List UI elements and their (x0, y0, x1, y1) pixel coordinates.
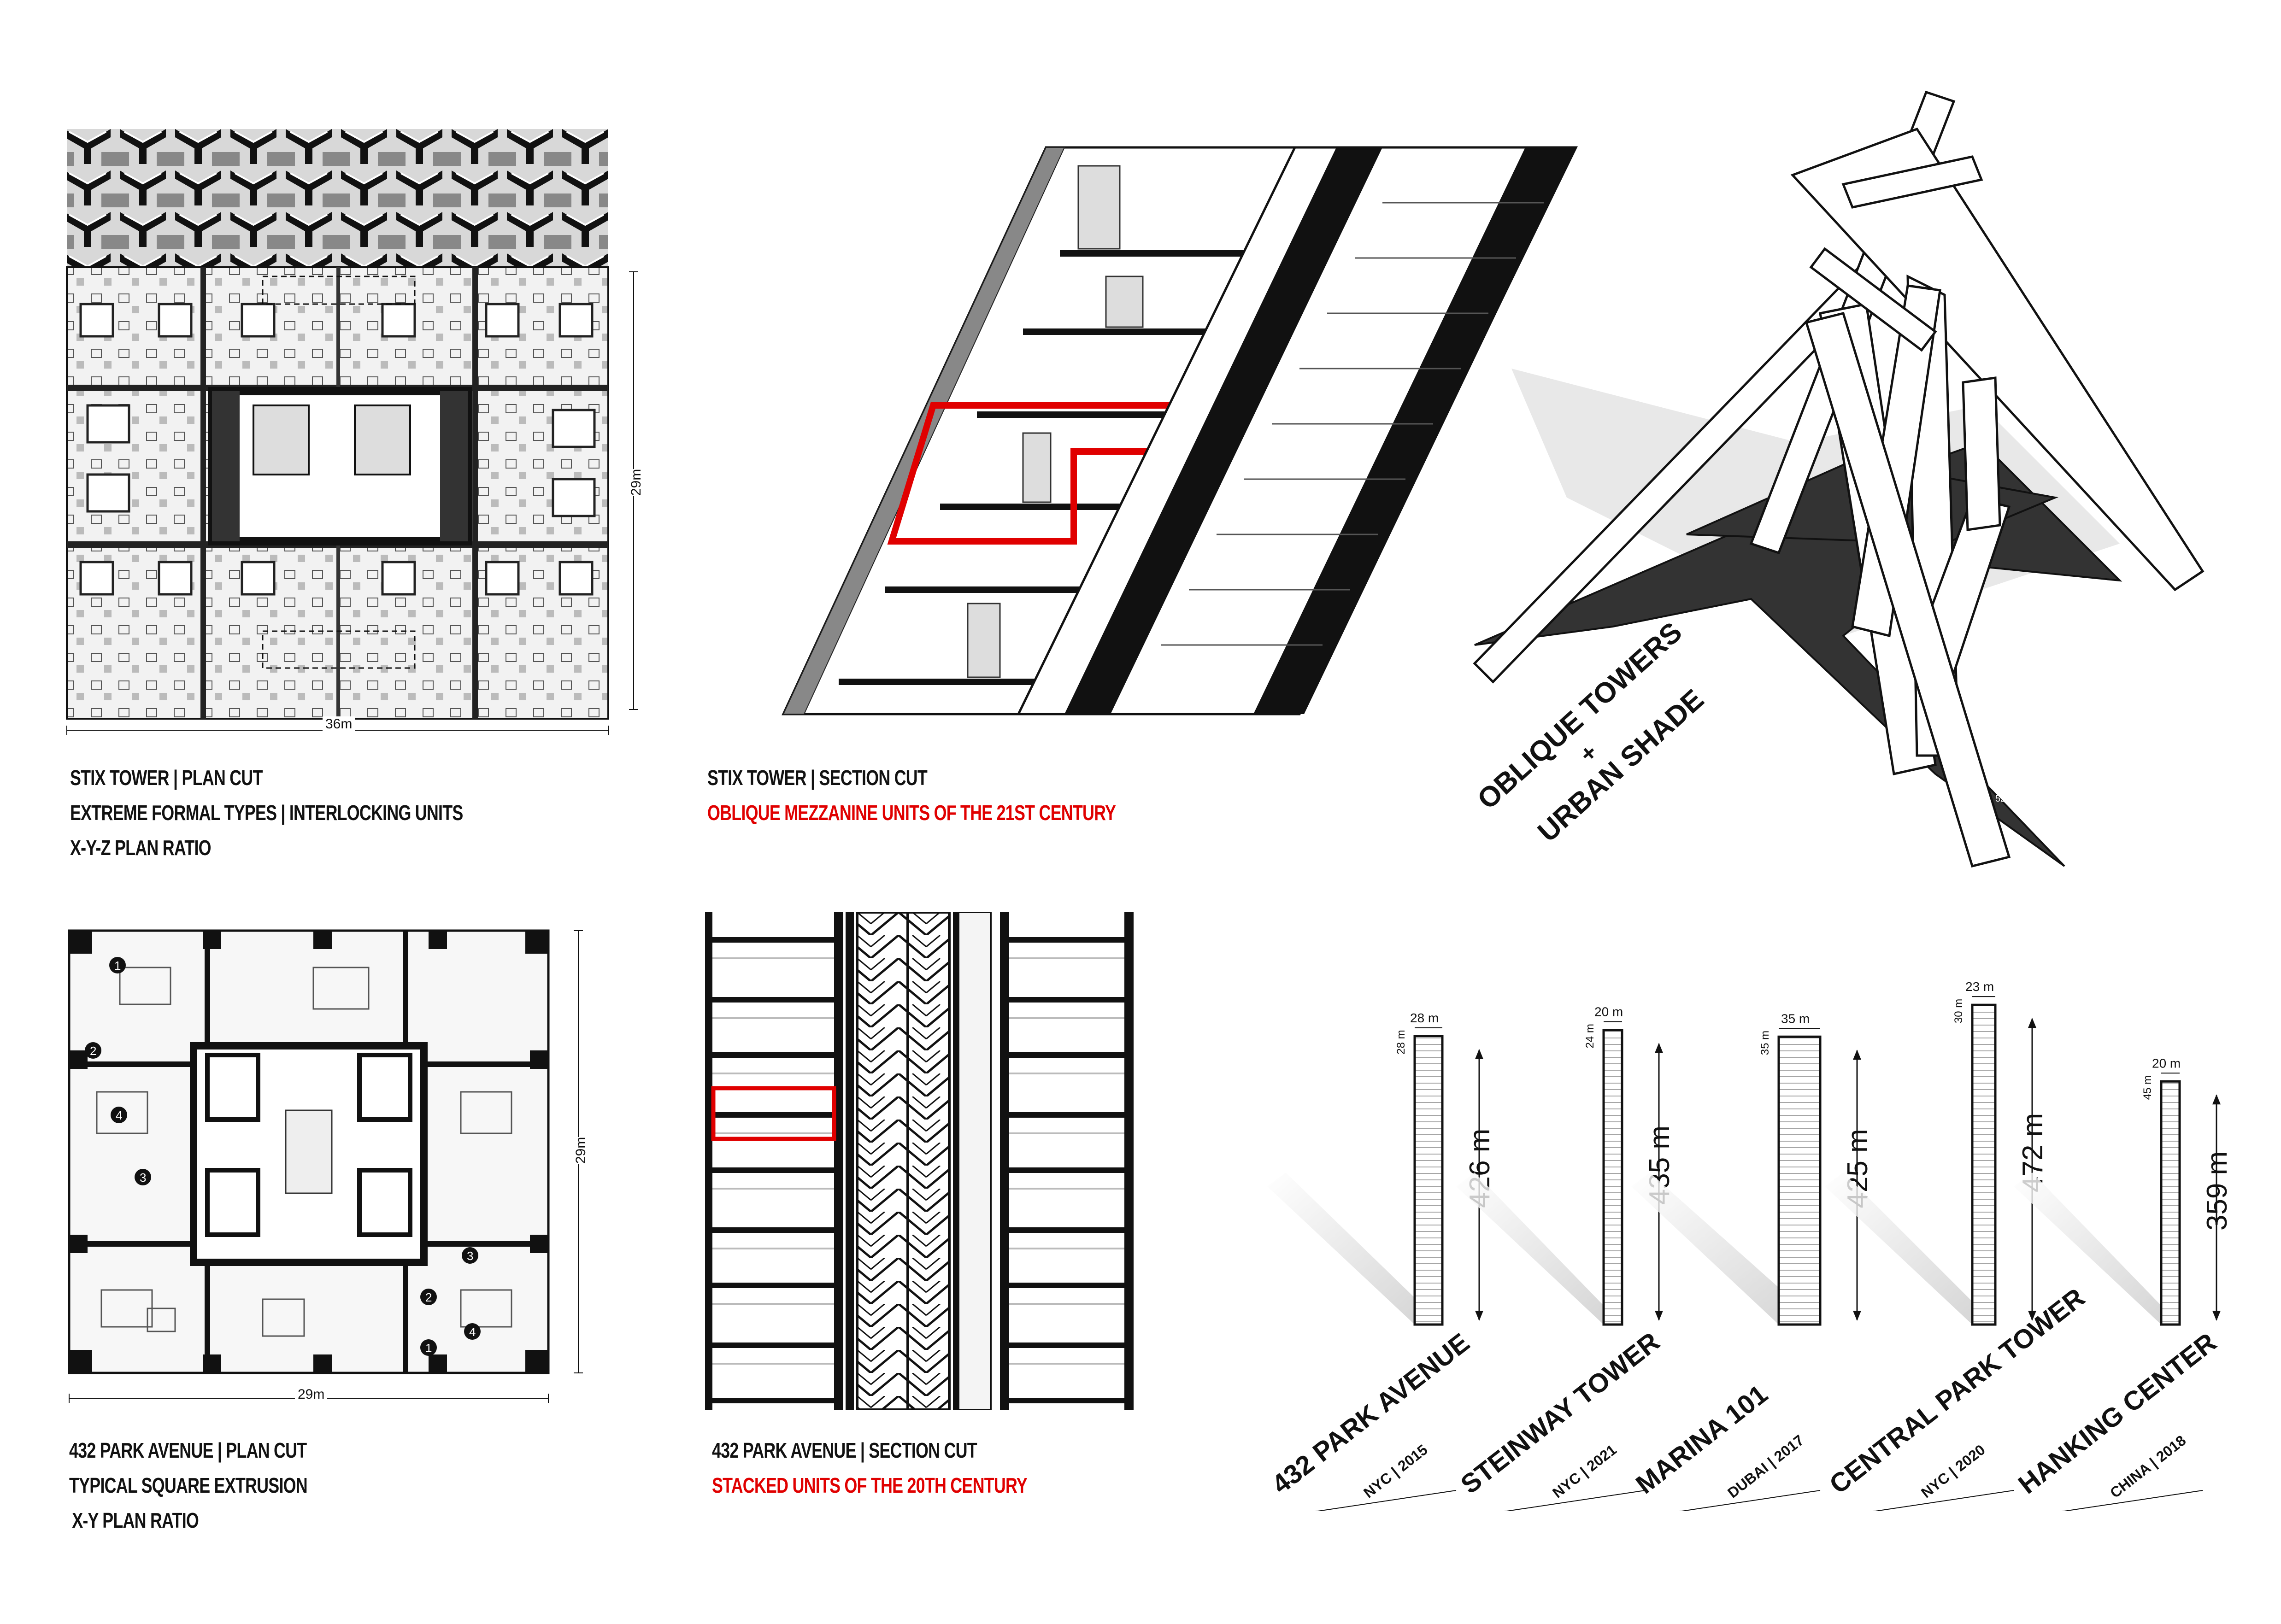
park-section-drawing (705, 912, 1134, 1410)
tower-width-label: 23 m (1965, 979, 1994, 994)
tower-body (1413, 1035, 1444, 1326)
tower-subtitle: NYC | 2021 (1549, 1441, 1620, 1501)
unit-marker: 1 (114, 959, 121, 973)
stix-plan-width-label: 36m (323, 716, 355, 732)
tower-shadow (1631, 1173, 1820, 1325)
tower-depth-label: 30 m (1952, 999, 1965, 1023)
tower-subtitle: NYC | 2015 (1360, 1441, 1431, 1501)
caption-line: EXTREME FORMAL TYPES | INTERLOCKING UNIT… (70, 801, 463, 825)
caption-line: 432 PARK AVENUE | SECTION CUT (712, 1438, 977, 1462)
tower-depth-label: 45 m (2141, 1075, 2154, 1100)
angle-label: 55° (1645, 552, 1659, 562)
unit-marker: 2 (425, 1290, 432, 1304)
stix-section-panel (700, 138, 1599, 737)
arrow-head (2028, 1311, 2036, 1321)
arrow-head (2028, 1018, 2036, 1028)
tower-width-label: 20 m (2152, 1056, 2181, 1070)
stix-section-drawing (782, 146, 1578, 715)
tower-shadow (2014, 1173, 2180, 1325)
tower-shadow (1456, 1173, 1622, 1325)
oblique-towers-panel: 55° 48° 54° 52° OBLIQUE TOWERS + URBAN S… (1429, 83, 2258, 912)
arrow-head (2212, 1094, 2221, 1105)
tower-body (1777, 1035, 1822, 1326)
tower-shadow (1267, 1173, 1442, 1325)
caption-line: STIX TOWER | SECTION CUT (707, 766, 928, 790)
arrow-head (1853, 1311, 1861, 1321)
tower-name-underline (1679, 1490, 1821, 1511)
stix-plan-panel: 36m 29m (60, 124, 659, 737)
tower-depth-label: 35 m (1759, 1031, 1771, 1055)
tower-subtitle: NYC | 2020 (1918, 1441, 1988, 1501)
caption-line: TYPICAL SQUARE EXTRUSION (69, 1473, 308, 1497)
tower-shadow (1825, 1173, 1995, 1325)
tower-name-underline (1504, 1490, 1646, 1511)
park-plan-caption: 432 PARK AVENUE | PLAN CUT TYPICAL SQUAR… (69, 1433, 308, 1538)
arrow-head (2212, 1311, 2221, 1321)
park-plan-height-label: 29m (573, 1137, 589, 1164)
caption-line-red: OBLIQUE MEZZANINE UNITS OF THE 21ST CENT… (707, 801, 1116, 825)
caption-line: X-Y-Z PLAN RATIO (70, 836, 212, 860)
caption-line: STIX TOWER | PLAN CUT (70, 766, 263, 790)
arrow-head (1655, 1043, 1663, 1053)
stix-section-caption: STIX TOWER | SECTION CUT OBLIQUE MEZZANI… (707, 760, 1116, 830)
tower-name-underline (1315, 1490, 1457, 1511)
tower-subtitle: CHINA | 2018 (2107, 1432, 2189, 1501)
arrow-head (1475, 1311, 1483, 1321)
tower-name-underline (2061, 1490, 2203, 1511)
arrow-head (1475, 1049, 1483, 1059)
unit-marker: 3 (467, 1249, 473, 1263)
tower-depth-label: 28 m (1395, 1030, 1407, 1054)
caption-line: X-Y PLAN RATIO (72, 1508, 199, 1532)
angle-label: 52° (1995, 794, 2009, 804)
oblique-title-line3: URBAN SHADE (1532, 683, 1710, 848)
angle-label: 54° (1521, 633, 1534, 643)
caption-line: 432 PARK AVENUE | PLAN CUT (69, 1438, 307, 1462)
unit-marker: 1 (425, 1341, 432, 1355)
tower-width-label: 35 m (1781, 1011, 1810, 1026)
stix-plan-height-label: 29m (629, 469, 645, 496)
unit-marker: 4 (116, 1108, 122, 1122)
tower-width-label: 20 m (1594, 1005, 1623, 1019)
park-plan-panel: 1 2 3 4 1 2 3 4 29m 29m (55, 912, 608, 1428)
tower-width-label: 28 m (1410, 1011, 1439, 1025)
park-plan-width-label: 29m (295, 1387, 328, 1402)
tower-height-label: 359 m (2201, 1151, 2233, 1231)
unit-marker: 4 (469, 1325, 476, 1339)
unit-marker: 3 (140, 1171, 146, 1184)
arrow-head (1655, 1311, 1663, 1321)
tower-body (1602, 1029, 1623, 1326)
tower-body (1971, 1003, 1997, 1326)
tower-name-underline (1872, 1490, 2014, 1511)
stix-plan-drawing (66, 129, 638, 735)
tower-body (2160, 1080, 2181, 1326)
stix-plan-caption: STIX TOWER | PLAN CUT EXTREME FORMAL TYP… (70, 760, 463, 865)
unit-marker: 2 (90, 1044, 96, 1058)
park-section-caption: 432 PARK AVENUE | SECTION CUT STACKED UN… (712, 1433, 1028, 1503)
arrow-head (1853, 1049, 1861, 1060)
tower-name: 432 PARK AVENUE (1266, 1327, 1475, 1500)
tower-depth-label: 24 m (1584, 1024, 1596, 1048)
oblique-title-plus: + (1575, 739, 1603, 768)
oblique-towers-drawing: 55° 48° 54° 52° OBLIQUE TOWERS + URBAN S… (1471, 90, 2205, 868)
park-plan-drawing: 1 2 3 4 1 2 3 4 (68, 929, 583, 1403)
tower-subtitle: DUBAI | 2017 (1724, 1431, 1807, 1501)
angle-label: 48° (2120, 570, 2134, 580)
park-section-panel (705, 912, 1134, 1410)
caption-line-red: STACKED UNITS OF THE 20TH CENTURY (712, 1473, 1028, 1497)
tower-name: HANKING CENTER (2013, 1327, 2222, 1500)
